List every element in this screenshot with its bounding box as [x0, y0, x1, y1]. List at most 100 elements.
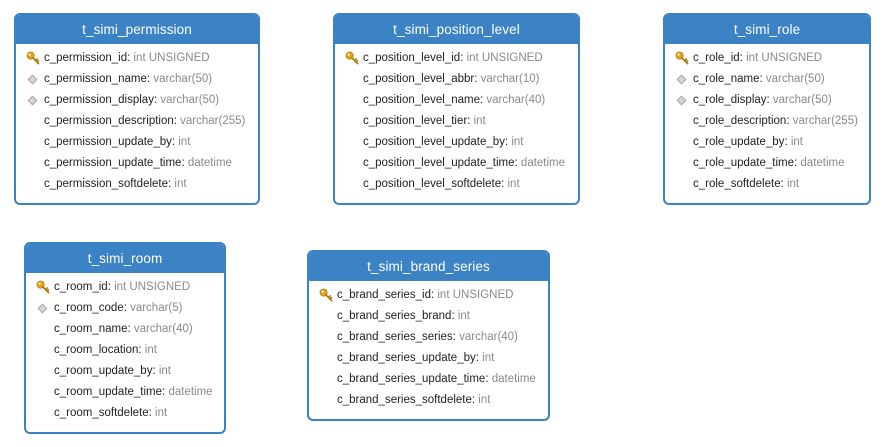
column-label: c_role_update_by: int: [693, 132, 803, 153]
column-type: varchar(10): [480, 73, 540, 85]
column-separator: :: [127, 323, 134, 335]
column-row[interactable]: c_room_code: varchar(5): [26, 298, 224, 319]
column-row[interactable]: c_permission_update_by: int: [16, 132, 258, 153]
column-row[interactable]: c_role_id: int UNSIGNED: [665, 48, 869, 69]
column-row[interactable]: c_room_update_time: datetime: [26, 382, 224, 403]
column-separator: :: [123, 302, 131, 314]
column-separator: :: [475, 352, 483, 364]
column-row[interactable]: c_brand_series_brand: int: [309, 306, 548, 327]
column-row[interactable]: c_position_level_update_by: int: [335, 132, 578, 153]
column-type: int: [507, 178, 520, 190]
index-diamond-icon: [37, 303, 48, 314]
column-name: c_permission_id: [44, 52, 128, 64]
column-row[interactable]: c_brand_series_update_time: datetime: [309, 369, 548, 390]
column-row[interactable]: c_role_name: varchar(50): [665, 69, 869, 90]
column-separator: :: [504, 136, 512, 148]
column-label: c_role_display: varchar(50): [693, 90, 832, 111]
column-separator: :: [485, 373, 492, 385]
column-row[interactable]: c_permission_name: varchar(50): [16, 69, 258, 90]
column-label: c_permission_update_time: datetime: [44, 153, 232, 174]
table-card[interactable]: t_simi_brand_series c_brand_series_id: i…: [307, 250, 550, 421]
column-name: c_permission_name: [44, 73, 147, 85]
column-type: varchar(50): [772, 94, 832, 106]
column-separator: :: [162, 386, 169, 398]
column-label: c_room_code: varchar(5): [54, 298, 182, 319]
column-row[interactable]: c_permission_update_time: datetime: [16, 153, 258, 174]
column-row[interactable]: c_role_softdelete: int: [665, 174, 869, 195]
column-type: varchar(50): [765, 73, 825, 85]
column-type: varchar(40): [459, 331, 518, 343]
column-row[interactable]: c_position_level_tier: int: [335, 111, 578, 132]
column-row[interactable]: c_room_softdelete: int: [26, 403, 224, 424]
column-name: c_room_id: [54, 281, 108, 293]
column-separator: :: [153, 94, 161, 106]
column-separator: :: [471, 394, 479, 406]
column-row[interactable]: c_permission_description: varchar(255): [16, 111, 258, 132]
column-type: int: [155, 407, 168, 419]
column-row[interactable]: c_room_id: int UNSIGNED: [26, 277, 224, 298]
column-row[interactable]: c_position_level_name: varchar(40): [335, 90, 578, 111]
column-label: c_position_level_id: int UNSIGNED: [363, 48, 543, 69]
column-type: varchar(50): [153, 73, 213, 85]
column-label: c_permission_id: int UNSIGNED: [44, 48, 210, 69]
column-name: c_role_name: [693, 73, 760, 85]
column-name: c_permission_display: [44, 94, 154, 106]
column-row[interactable]: c_role_update_time: datetime: [665, 153, 869, 174]
table-card[interactable]: t_simi_position_level c_position_level_i…: [333, 13, 580, 205]
column-label: c_room_location: int: [54, 340, 157, 361]
column-separator: :: [739, 52, 747, 64]
column-name: c_brand_series_softdelete: [337, 394, 472, 406]
column-row[interactable]: c_brand_series_softdelete: int: [309, 390, 548, 411]
table-title: t_simi_role: [665, 15, 869, 44]
column-row[interactable]: c_room_location: int: [26, 340, 224, 361]
column-row[interactable]: c_position_level_abbr: varchar(10): [335, 69, 578, 90]
column-label: c_brand_series_softdelete: int: [337, 390, 490, 411]
column-type: int: [174, 178, 187, 190]
column-row[interactable]: c_permission_id: int UNSIGNED: [16, 48, 258, 69]
column-row[interactable]: c_role_update_by: int: [665, 132, 869, 153]
column-type: int: [158, 365, 172, 377]
column-row[interactable]: c_brand_series_update_by: int: [309, 348, 548, 369]
column-row[interactable]: c_position_level_id: int UNSIGNED: [335, 48, 578, 69]
column-row[interactable]: c_room_name: varchar(40): [26, 319, 224, 340]
column-row[interactable]: c_position_level_update_time: datetime: [335, 153, 578, 174]
column-name: c_room_update_by: [54, 365, 153, 377]
column-row[interactable]: c_role_description: varchar(255): [665, 111, 869, 132]
table-card[interactable]: t_simi_permission c_permission_id: int U…: [14, 13, 260, 205]
column-row[interactable]: c_permission_softdelete: int: [16, 174, 258, 195]
column-type: int UNSIGNED: [746, 52, 823, 64]
index-diamond-icon: [676, 95, 687, 106]
column-separator: :: [127, 52, 134, 64]
column-name: c_brand_series_series: [337, 331, 453, 343]
column-label: c_permission_softdelete: int: [44, 174, 187, 195]
column-row[interactable]: c_role_display: varchar(50): [665, 90, 869, 111]
index-diamond-icon: [27, 74, 38, 85]
index-diamond-icon: [27, 95, 38, 106]
column-row[interactable]: c_brand_series_id: int UNSIGNED: [309, 285, 548, 306]
column-label: c_room_update_time: datetime: [54, 382, 213, 403]
column-row[interactable]: c_permission_display: varchar(50): [16, 90, 258, 111]
column-name: c_brand_series_brand: [337, 310, 452, 322]
column-row[interactable]: c_position_level_softdelete: int: [335, 174, 578, 195]
column-type: int: [786, 178, 800, 190]
column-type: int: [482, 352, 495, 364]
column-type: int UNSIGNED: [437, 289, 514, 301]
column-label: c_position_level_name: varchar(40): [363, 90, 545, 111]
column-name: c_permission_softdelete: [44, 178, 169, 190]
column-separator: :: [766, 94, 773, 106]
key-icon: [319, 288, 333, 302]
column-row[interactable]: c_brand_series_series: varchar(40): [309, 327, 548, 348]
column-separator: :: [794, 157, 801, 169]
column-label: c_brand_series_series: varchar(40): [337, 327, 518, 348]
column-separator: :: [474, 73, 481, 85]
column-row[interactable]: c_room_update_by: int: [26, 361, 224, 382]
column-type: varchar(255): [180, 115, 246, 127]
column-separator: :: [467, 115, 474, 127]
key-icon: [675, 51, 689, 65]
column-label: c_role_id: int UNSIGNED: [693, 48, 822, 69]
column-type: int: [790, 136, 803, 148]
column-name: c_room_softdelete: [54, 407, 149, 419]
